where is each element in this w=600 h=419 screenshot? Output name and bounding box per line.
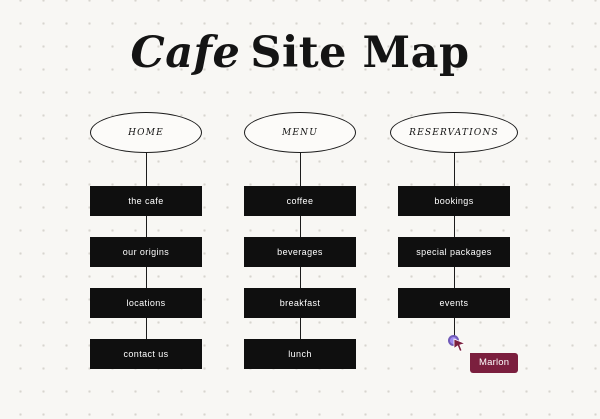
node-reservations-label: RESERVATIONS <box>409 127 499 138</box>
node-breakfast[interactable]: breakfast <box>244 288 356 318</box>
column-reservations: RESERVATIONS bookings special packages e… <box>390 112 518 369</box>
node-beverages-label: beverages <box>277 247 323 257</box>
node-locations[interactable]: locations <box>90 288 202 318</box>
connector-line <box>145 318 147 339</box>
connector-line <box>453 153 455 186</box>
node-locations-label: locations <box>126 298 166 308</box>
node-reservations[interactable]: RESERVATIONS <box>390 112 518 153</box>
node-events-label: events <box>439 298 469 308</box>
node-events[interactable]: events <box>398 288 510 318</box>
node-coffee[interactable]: coffee <box>244 186 356 216</box>
connector-line <box>299 267 301 288</box>
connector-line <box>299 153 301 186</box>
node-lunch[interactable]: lunch <box>244 339 356 369</box>
node-our-origins[interactable]: our origins <box>90 237 202 267</box>
node-the-cafe[interactable]: the cafe <box>90 186 202 216</box>
collaborator-name-badge: Marlon <box>470 353 519 373</box>
node-the-cafe-label: the cafe <box>128 196 164 206</box>
connector-line <box>453 216 455 237</box>
page-title-rest: Site Map <box>250 28 470 78</box>
column-menu: MENU coffee beverages breakfast lunch <box>244 112 356 369</box>
node-bookings-label: bookings <box>434 196 474 206</box>
connector-line <box>299 318 301 339</box>
node-home[interactable]: HOME <box>90 112 202 153</box>
node-our-origins-label: our origins <box>122 247 170 257</box>
node-coffee-label: coffee <box>286 196 314 206</box>
node-menu[interactable]: MENU <box>244 112 356 153</box>
node-bookings[interactable]: bookings <box>398 186 510 216</box>
connector-line <box>453 318 455 337</box>
pointer-arrow-icon <box>453 338 467 352</box>
connector-line <box>145 216 147 237</box>
node-special-packages[interactable]: special packages <box>398 237 510 267</box>
connector-line <box>453 267 455 288</box>
node-menu-label: MENU <box>281 127 319 138</box>
node-home-label: HOME <box>128 127 164 138</box>
node-lunch-label: lunch <box>288 349 312 359</box>
node-beverages[interactable]: beverages <box>244 237 356 267</box>
node-contact-us-label: contact us <box>123 349 169 359</box>
column-home: HOME the cafe our origins locations cont… <box>90 112 202 369</box>
connector-line <box>145 267 147 288</box>
collaborator-cursor: Marlon <box>446 331 536 381</box>
connector-line <box>145 153 147 186</box>
node-special-packages-label: special packages <box>416 247 492 257</box>
node-breakfast-label: breakfast <box>279 298 321 308</box>
sitemap-diagram: HOME the cafe our origins locations cont… <box>0 112 600 369</box>
connector-line <box>299 216 301 237</box>
node-contact-us[interactable]: contact us <box>90 339 202 369</box>
page-title-brand: Cafe <box>130 28 241 78</box>
